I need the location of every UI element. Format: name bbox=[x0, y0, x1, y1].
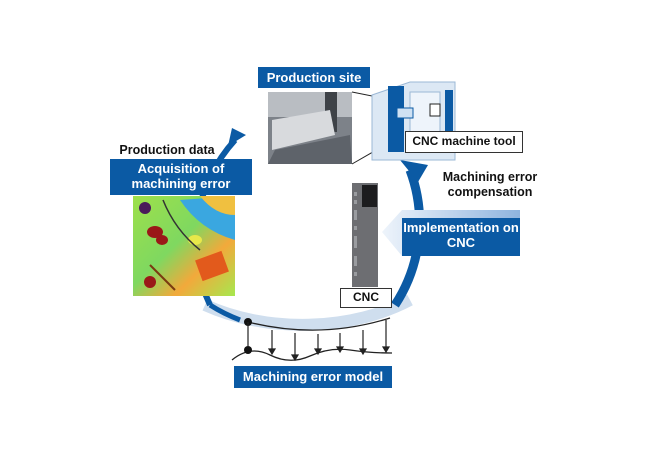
implementation-label: Implementation on CNC bbox=[402, 218, 520, 256]
ring-arrowhead-right bbox=[400, 160, 428, 182]
cnc-label: CNC bbox=[340, 288, 392, 308]
production-site-label: Production site bbox=[258, 67, 370, 88]
model-arrows bbox=[247, 320, 391, 362]
compensation-label: Machining error compensation bbox=[442, 170, 538, 199]
production-site-photo bbox=[268, 92, 352, 164]
model-top-line bbox=[247, 317, 391, 331]
cnc-unit bbox=[352, 183, 378, 287]
cnc-machine-tool-label: CNC machine tool bbox=[405, 131, 523, 153]
acquisition-label: Acquisition of machining error bbox=[110, 159, 252, 195]
heatmap-image bbox=[133, 196, 235, 296]
model-wavy-line bbox=[231, 348, 393, 361]
ring-arrowhead-left bbox=[228, 128, 246, 146]
production-data-label: Production data bbox=[119, 143, 215, 157]
error-model-label: Machining error model bbox=[234, 366, 392, 388]
